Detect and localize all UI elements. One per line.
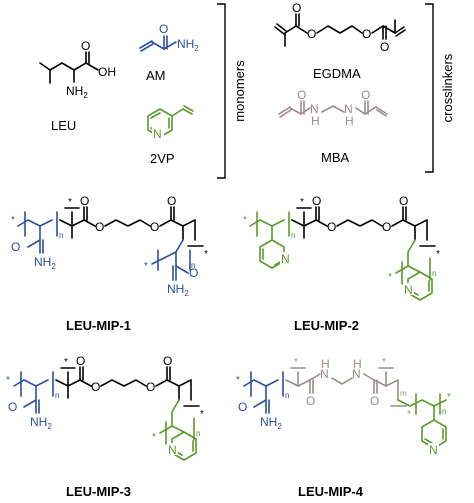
mip4-h2: H: [353, 357, 362, 371]
mip3-structure: * n O NH2 * O O O O *: [6, 354, 204, 461]
mip4-star-5: *: [447, 392, 451, 403]
mip3-o-am: O: [8, 400, 17, 414]
mip3-o2: O: [91, 380, 100, 394]
mip1-o4: O: [167, 194, 176, 208]
mip1-star-4: *: [144, 261, 148, 272]
monomers-bracket-label: monomers: [232, 60, 247, 122]
mip1-nh2-am1: NH2: [34, 255, 56, 271]
mba-n1-atom: N: [310, 102, 319, 116]
mip3-o3: O: [146, 380, 155, 394]
mip2-star-2: *: [300, 197, 304, 208]
mip4-structure: * n O NH2 * O N H N H O * m: [236, 357, 451, 457]
am-structure: [139, 35, 177, 52]
mip1-star-2: *: [68, 197, 72, 208]
leu-o-atom: O: [81, 39, 90, 53]
mip2-n-atom-1: N: [281, 252, 290, 266]
mba-o1-atom: O: [297, 88, 306, 102]
mip4-label: LEU-MIP-4: [298, 484, 364, 499]
mip2-n-atom-2: N: [404, 283, 413, 297]
mip2-o3: O: [382, 220, 391, 234]
mip4-star-3: *: [382, 357, 386, 368]
mip4-n-sub: n: [285, 391, 289, 400]
mip4-m-sub: m: [400, 389, 407, 398]
mip2-star-1: *: [243, 215, 247, 226]
mba-label: MBA: [321, 150, 350, 165]
mip4-o2: O: [370, 394, 379, 408]
mip1-n-sub-2: n: [191, 261, 195, 270]
mip2-n-sub-2: n: [432, 269, 436, 278]
mip4-n-sub-2: n: [442, 407, 446, 416]
mip4-n-atom: N: [429, 443, 438, 457]
egdma-structure: [274, 13, 406, 47]
mip1-o1: O: [80, 194, 89, 208]
mip2-o4: O: [399, 194, 408, 208]
mba-h1-atom: H: [311, 114, 320, 128]
monomers-bracket: [217, 3, 226, 179]
mip3-star-2: *: [64, 357, 68, 368]
mip2-n-sub: n: [291, 231, 295, 240]
egdma-o1-atom: O: [292, 1, 301, 15]
mip3-star-4: *: [152, 432, 156, 443]
mip1-o-am1: O: [11, 240, 20, 254]
mip3-o1: O: [76, 354, 85, 368]
mip1-n-sub: n: [59, 231, 63, 240]
mip2-label: LEU-MIP-2: [294, 318, 359, 333]
egdma-label: EGDMA: [313, 66, 361, 81]
mip3-nh2-am: NH2: [30, 415, 52, 431]
mip3-star-3: *: [200, 409, 204, 420]
mip1-o3: O: [150, 220, 159, 234]
mip3-star-1: *: [6, 375, 10, 386]
mip1-label: LEU-MIP-1: [66, 318, 131, 333]
mip3-label: LEU-MIP-3: [66, 484, 131, 499]
leu-oh-atom: OH: [98, 65, 116, 79]
egdma-o2-atom: O: [307, 27, 316, 41]
am-o-atom: O: [159, 22, 168, 36]
mip4-o-am: O: [238, 400, 247, 414]
mip2-star-4: *: [388, 272, 392, 283]
mip1-star-1: *: [11, 215, 15, 226]
mba-structure: [278, 100, 388, 118]
mip3-n-sub-2: n: [196, 429, 200, 438]
mip1-structure: * n O NH2 * O O O O *: [11, 194, 208, 298]
mba-o2-atom: O: [361, 88, 370, 102]
leu-label: LEU: [51, 118, 76, 133]
mip2-o2: O: [327, 220, 336, 234]
mip1-o2: O: [95, 220, 104, 234]
mip2-structure: * n N * O O O O *: [243, 194, 440, 301]
mip4-n2: N: [352, 367, 361, 381]
mip1-nh2-am2: NH2: [167, 282, 189, 298]
mip2-star-3: *: [436, 249, 440, 260]
vp-structure: [147, 105, 194, 138]
mip3-o4: O: [163, 354, 172, 368]
am-label: AM: [146, 68, 166, 83]
vp-n-atom: N: [153, 127, 162, 141]
mip1-star-3: *: [204, 249, 208, 260]
leu-structure: [39, 51, 99, 84]
mip3-n-sub: n: [55, 391, 59, 400]
egdma-o4-atom: O: [380, 40, 389, 54]
egdma-o3-atom: O: [362, 27, 371, 41]
crosslinkers-bracket: [425, 3, 434, 173]
mip1-o-am2: O: [189, 266, 198, 280]
mip4-o1: O: [306, 394, 315, 408]
mba-n2-atom: N: [344, 102, 353, 116]
vp-label: 2VP: [150, 151, 175, 166]
am-nh2-atom: NH2: [177, 37, 199, 53]
mip3-n-atom: N: [168, 443, 177, 457]
mba-h2-atom: H: [345, 114, 354, 128]
mip4-star-1: *: [236, 375, 240, 386]
crosslinkers-bracket-label: crosslinkers: [440, 53, 455, 122]
mip2-o1: O: [312, 194, 321, 208]
mip4-nh2-am: NH2: [260, 415, 282, 431]
mip4-n1: N: [320, 367, 329, 381]
mip4-star-2: *: [294, 357, 298, 368]
mip4-h1: H: [321, 357, 330, 371]
leu-nh2-atom: NH2: [66, 84, 88, 100]
mip4-star-4: *: [407, 409, 411, 420]
